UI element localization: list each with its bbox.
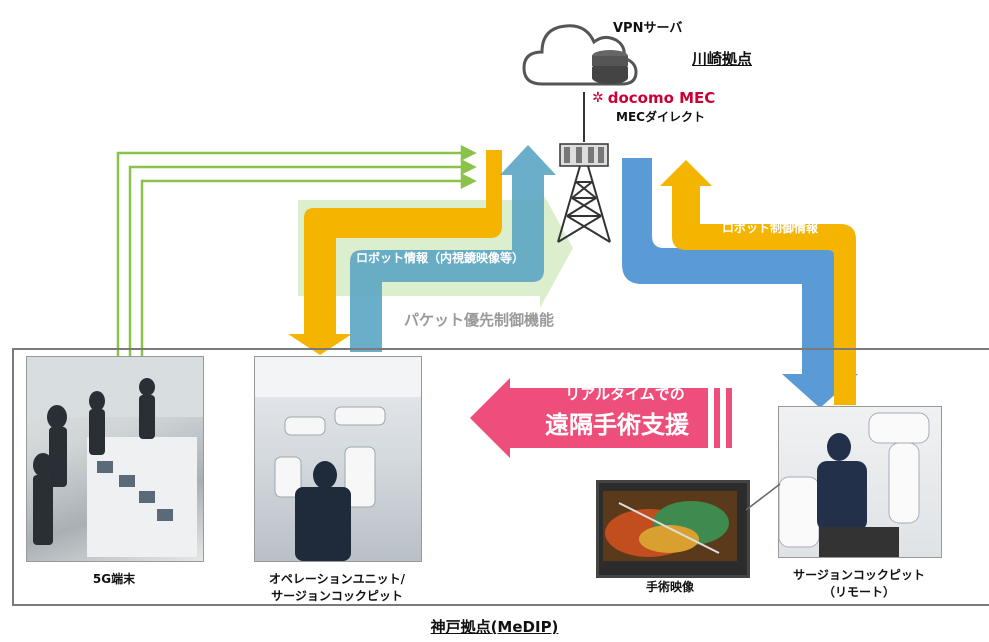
packet-priority-label: パケット優先制御機能 <box>404 311 555 329</box>
vpn-server-label: VPNサーバ <box>613 21 683 36</box>
blue-remote-arrow <box>622 158 858 408</box>
cloud-icon <box>522 24 638 86</box>
yellow-downlink-arrow <box>288 150 502 355</box>
remote-cockpit-photo <box>778 406 942 558</box>
teal-uplink-arrow <box>350 145 556 352</box>
kobe-site-label: 神戸拠点(MeDIP) <box>430 618 559 636</box>
surgery-video-caption: 手術映像 <box>645 580 694 594</box>
operation-unit-caption-line1: オペレーションユニット/ <box>268 572 406 586</box>
remote-cockpit-caption-line2: （リモート） <box>822 585 895 599</box>
video-callout-line <box>745 483 781 511</box>
kawasaki-site-label: 川崎拠点 <box>692 50 753 68</box>
server-database-icon <box>592 50 628 84</box>
green-link-lines <box>116 144 477 358</box>
5g-terminal-photo <box>26 356 204 562</box>
yellow-remote-arrow <box>660 160 856 405</box>
operation-unit-caption-line2: サージョンコックピット <box>271 589 403 603</box>
antenna-tower-icon <box>557 92 611 243</box>
docomo-sparkle-icon: ✲ <box>592 90 604 106</box>
realtime-label-line1: リアルタイムでの <box>565 385 685 403</box>
realtime-support-arrow <box>470 378 732 458</box>
operation-unit-photo <box>254 356 422 562</box>
realtime-label-line2: 遠隔手術支援 <box>545 411 689 439</box>
robot-info-label: ロボット情報（内視鏡映像等） <box>356 251 525 265</box>
docomo-mec-logo: ✲ docomo MEC <box>592 89 716 107</box>
mec-direct-label: MECダイレクト <box>616 110 705 124</box>
surgery-video-photo <box>596 480 750 578</box>
remote-cockpit-caption-line1: サージョンコックピット <box>793 568 925 582</box>
terminal-caption: 5G端末 <box>92 572 136 586</box>
robot-control-label: ロボット制御情報 <box>722 221 819 235</box>
kobe-site-frame <box>12 348 989 606</box>
